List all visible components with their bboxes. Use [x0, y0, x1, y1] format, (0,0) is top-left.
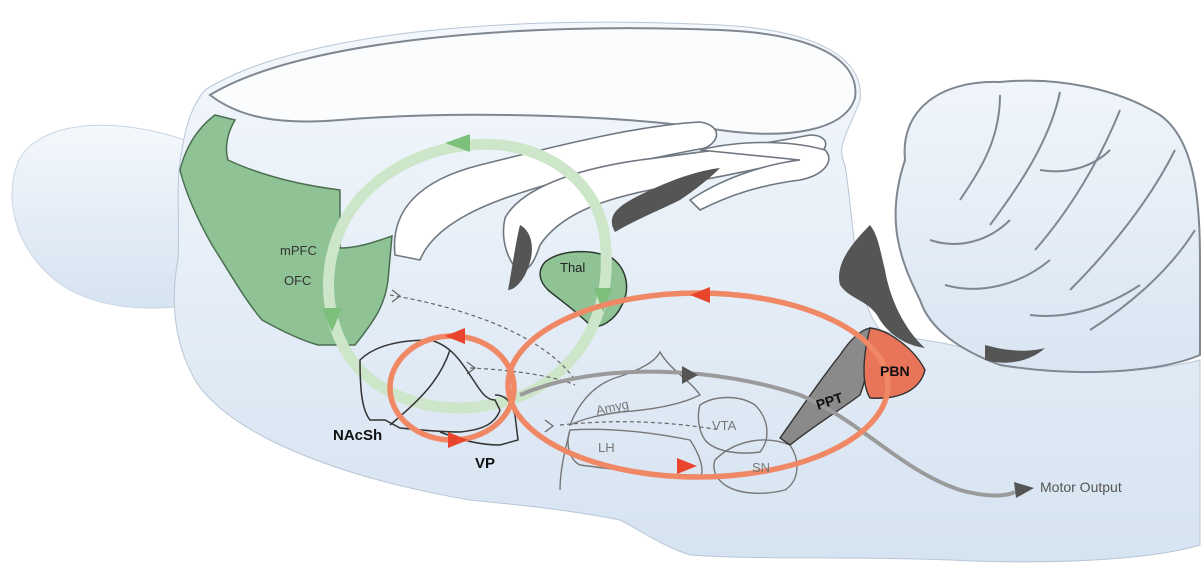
- label-pbn: PBN: [880, 363, 910, 379]
- label-ofc: OFC: [284, 273, 311, 288]
- label-sn: SN: [752, 460, 770, 475]
- label-thal: Thal: [560, 260, 585, 275]
- label-vta: VTA: [712, 418, 737, 433]
- label-nacsh: NAcSh: [333, 427, 382, 444]
- label-lh: LH: [598, 440, 615, 455]
- label-mpfc: mPFC: [280, 243, 317, 258]
- label-motor-output: Motor Output: [1040, 479, 1122, 495]
- cerebellum: [896, 81, 1200, 372]
- label-vp: VP: [475, 455, 495, 472]
